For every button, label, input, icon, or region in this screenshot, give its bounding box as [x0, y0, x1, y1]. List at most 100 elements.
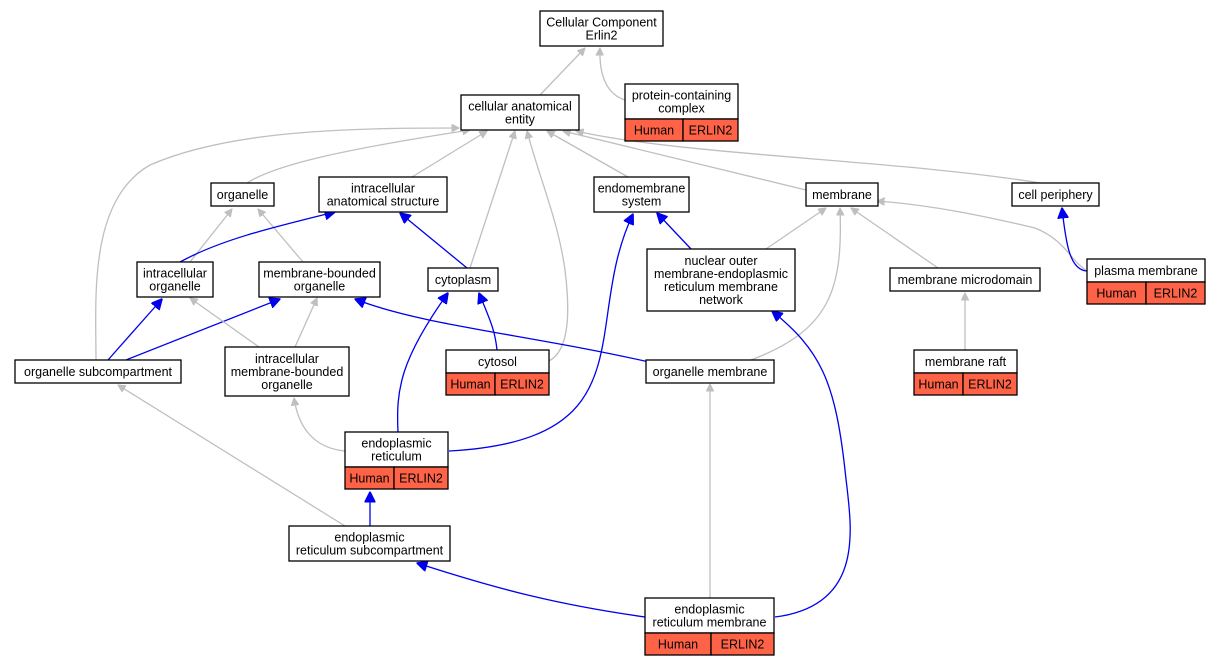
node-label-line: network [699, 293, 744, 307]
edge-cytoplasm-to-ias [400, 213, 468, 269]
edge-cae-to-root [539, 48, 585, 96]
node-label-line: reticulum [371, 450, 422, 464]
node-organelle[interactable]: organelle [210, 182, 275, 207]
edges-layer [95, 48, 1088, 618]
node-box [644, 597, 775, 634]
edge-plasma-to-membrane [877, 201, 1088, 272]
edge-io-to-ias [179, 212, 335, 263]
annotation-gene-cell [494, 372, 550, 396]
node-label-line: membrane-bounded [263, 267, 376, 281]
node-label-line: intracellular [255, 352, 319, 366]
node-label-line: endoplasmic [334, 531, 404, 545]
node-box [539, 10, 664, 47]
annotation-species-label: Human [634, 124, 674, 138]
node-label-line: nuclear outer [685, 254, 758, 268]
annotation-gene-cell [1145, 281, 1206, 305]
node-label-line: organelle [294, 280, 345, 294]
edge-ias-to-cae [411, 131, 487, 178]
node-label-line: organelle [261, 378, 312, 392]
edge-imbo-to-io [190, 298, 260, 348]
edge-osub-to-mbo [125, 299, 280, 361]
node-label-line: membrane [812, 188, 872, 202]
edge-er-to-endomembrane [448, 214, 633, 452]
annotation-gene-label: ERLIN2 [1154, 287, 1198, 301]
node-label-line: cellular anatomical [468, 100, 572, 114]
edge-imbo-to-mbo [294, 298, 317, 348]
edge-organelle-to-cae [246, 130, 470, 184]
edge-osub-to-cae [95, 128, 459, 361]
node-box [593, 176, 690, 213]
edge-nomer-to-membrane [765, 208, 826, 250]
node-box [210, 182, 275, 207]
node-box [224, 346, 350, 397]
edge-erm-to-ersub [417, 563, 646, 618]
annotation-gene-cell [393, 466, 449, 490]
node-box [460, 94, 580, 131]
edge-pcc-to-root [600, 48, 626, 101]
node-label-line: cell periphery [1018, 188, 1093, 202]
node-omem[interactable]: organelle membrane [645, 359, 775, 384]
node-label-line: organelle [217, 188, 268, 202]
node-label-line: intracellular [351, 182, 415, 196]
node-label-line: organelle [149, 280, 200, 294]
edge-cytosol-to-cae [527, 131, 569, 362]
node-mmd[interactable]: membrane microdomain [889, 267, 1041, 292]
edge-ersub-to-osub [118, 385, 346, 527]
node-label-line: membrane microdomain [898, 273, 1033, 287]
node-box [318, 176, 448, 213]
annotation-gene-cell [710, 632, 775, 656]
node-label-line: endomembrane [598, 182, 686, 196]
node-label-line: protein-containing [632, 89, 731, 103]
annotation-species-label: Human [1096, 287, 1136, 301]
node-box [646, 248, 796, 312]
node-cellperiphery[interactable]: cell periphery [1011, 182, 1100, 207]
annotation-species-label: Human [658, 638, 698, 652]
edge-endomembrane-to-cae [547, 131, 629, 178]
node-box [805, 182, 879, 207]
node-label-line: Erlin2 [586, 29, 618, 43]
node-box [1011, 182, 1100, 207]
node-label-line: entity [505, 113, 536, 127]
node-label-line: reticulum subcompartment [296, 544, 444, 558]
node-label-line: intracellular [143, 267, 207, 281]
edge-er-to-imbo [294, 398, 346, 452]
node-cytoplasm[interactable]: cytoplasm [427, 267, 499, 292]
edge-omem-to-membrane [750, 208, 840, 361]
node-membrane[interactable]: membrane [805, 182, 879, 207]
node-label-line: organelle membrane [653, 365, 768, 379]
node-label-line: membrane-endoplasmic [654, 267, 788, 281]
node-label-line: membrane raft [925, 355, 1007, 369]
node-label-line: reticulum membrane [653, 616, 767, 630]
edge-plasma-to-cellperiphery [1062, 208, 1088, 272]
edge-erm-to-nomer [772, 311, 851, 618]
annotation-gene-label: ERLIN2 [968, 378, 1012, 392]
node-box [344, 431, 449, 468]
node-label-line: Cellular Component [546, 16, 657, 30]
node-label-line: system [622, 195, 662, 209]
node-label-line: complex [658, 102, 705, 116]
annotation-gene-label: ERLIN2 [500, 378, 544, 392]
annotation-gene-cell [682, 118, 739, 142]
node-osub[interactable]: organelle subcompartment [14, 359, 182, 384]
node-box [14, 359, 182, 384]
annotation-species-label: Human [450, 378, 490, 392]
annotation-species-label: Human [918, 378, 958, 392]
node-box [645, 359, 775, 384]
annotation-species-label: Human [349, 472, 389, 486]
node-nomer[interactable]: nuclear outermembrane-endoplasmicreticul… [646, 248, 796, 312]
